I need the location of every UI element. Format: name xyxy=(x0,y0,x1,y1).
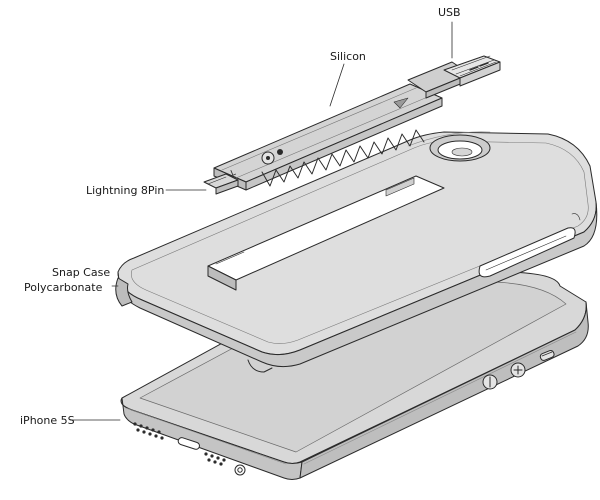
label-iphone: iPhone 5S xyxy=(20,414,75,427)
speaker-grille-right xyxy=(204,452,226,466)
label-usb: USB xyxy=(438,6,461,19)
label-lightning: Lightning 8Pin xyxy=(86,184,165,197)
leader-silicon xyxy=(329,63,345,107)
lightning-connector xyxy=(203,173,239,195)
camera-cutout xyxy=(429,134,491,162)
iphone-body xyxy=(120,271,589,480)
ring-switch-icon xyxy=(482,374,498,390)
svg-text:L: L xyxy=(229,168,237,178)
mute-switch-icon xyxy=(539,350,555,361)
snap-case xyxy=(115,131,598,373)
headphone-jack xyxy=(234,464,246,476)
case-slot-cutout xyxy=(207,175,445,291)
label-polycarbonate: Polycarbonate xyxy=(24,281,103,294)
label-snap-case: Snap Case xyxy=(52,266,111,279)
label-silicon: Silicon xyxy=(330,50,366,63)
side-cutout xyxy=(478,213,581,278)
usb-connector xyxy=(443,55,501,87)
usb-stick: L xyxy=(213,61,471,191)
lightning-port xyxy=(177,437,200,450)
speaker-grille-left xyxy=(133,422,164,440)
volume-up-icon xyxy=(510,362,526,378)
